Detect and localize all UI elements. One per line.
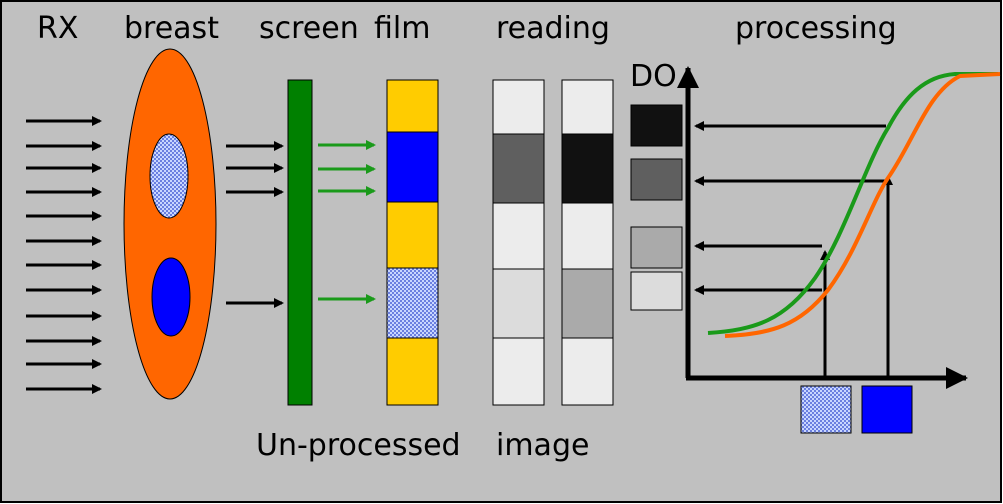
density-swatch xyxy=(630,226,683,269)
reading-segment xyxy=(492,133,545,204)
reading-segment xyxy=(492,337,545,406)
caption-unprocessed: Un-processed xyxy=(256,428,461,463)
label-reading: reading xyxy=(496,11,610,46)
dense-tissue-blob-icon xyxy=(151,257,191,337)
film-segment xyxy=(386,267,439,339)
dense-tissue-blob-icon xyxy=(861,385,913,434)
reading-strip-2 xyxy=(561,79,614,406)
rx-arrows xyxy=(26,116,102,394)
green-characteristic-curve xyxy=(707,72,998,335)
reading-segment xyxy=(561,202,614,270)
film-segment xyxy=(386,337,439,406)
film-segment xyxy=(386,201,439,269)
label-processing: processing xyxy=(735,11,897,46)
reading-segment xyxy=(492,79,545,135)
label-rx: RX xyxy=(37,11,78,46)
reading-segment xyxy=(492,268,545,339)
reading-strip-1 xyxy=(492,79,545,406)
exposure-arrows xyxy=(820,175,893,378)
light-tissue-pattern-icon xyxy=(149,133,189,219)
light-arrows xyxy=(318,140,376,304)
orange-characteristic-curve xyxy=(724,72,1001,338)
label-breast: breast xyxy=(124,11,219,46)
film-strip xyxy=(386,79,439,406)
intensifying-screen xyxy=(287,79,313,406)
film-segment xyxy=(386,131,439,203)
readout-arrows xyxy=(694,121,886,295)
label-screen: screen xyxy=(259,11,359,46)
density-swatches xyxy=(630,104,683,311)
film-segment xyxy=(386,79,439,133)
reading-segment xyxy=(561,133,614,204)
caption-image: image xyxy=(496,428,589,463)
transmitted-arrows xyxy=(226,141,284,308)
density-swatch xyxy=(630,271,683,311)
reading-segment xyxy=(561,268,614,339)
label-do-axis: DO xyxy=(630,59,677,94)
breast-shape xyxy=(123,48,217,400)
density-swatch xyxy=(630,104,683,147)
label-film: film xyxy=(374,11,430,46)
reading-segment xyxy=(561,337,614,406)
density-swatch xyxy=(630,158,683,201)
reading-segment xyxy=(561,79,614,135)
reading-segment xyxy=(492,202,545,270)
light-tissue-pattern-icon xyxy=(800,385,852,434)
